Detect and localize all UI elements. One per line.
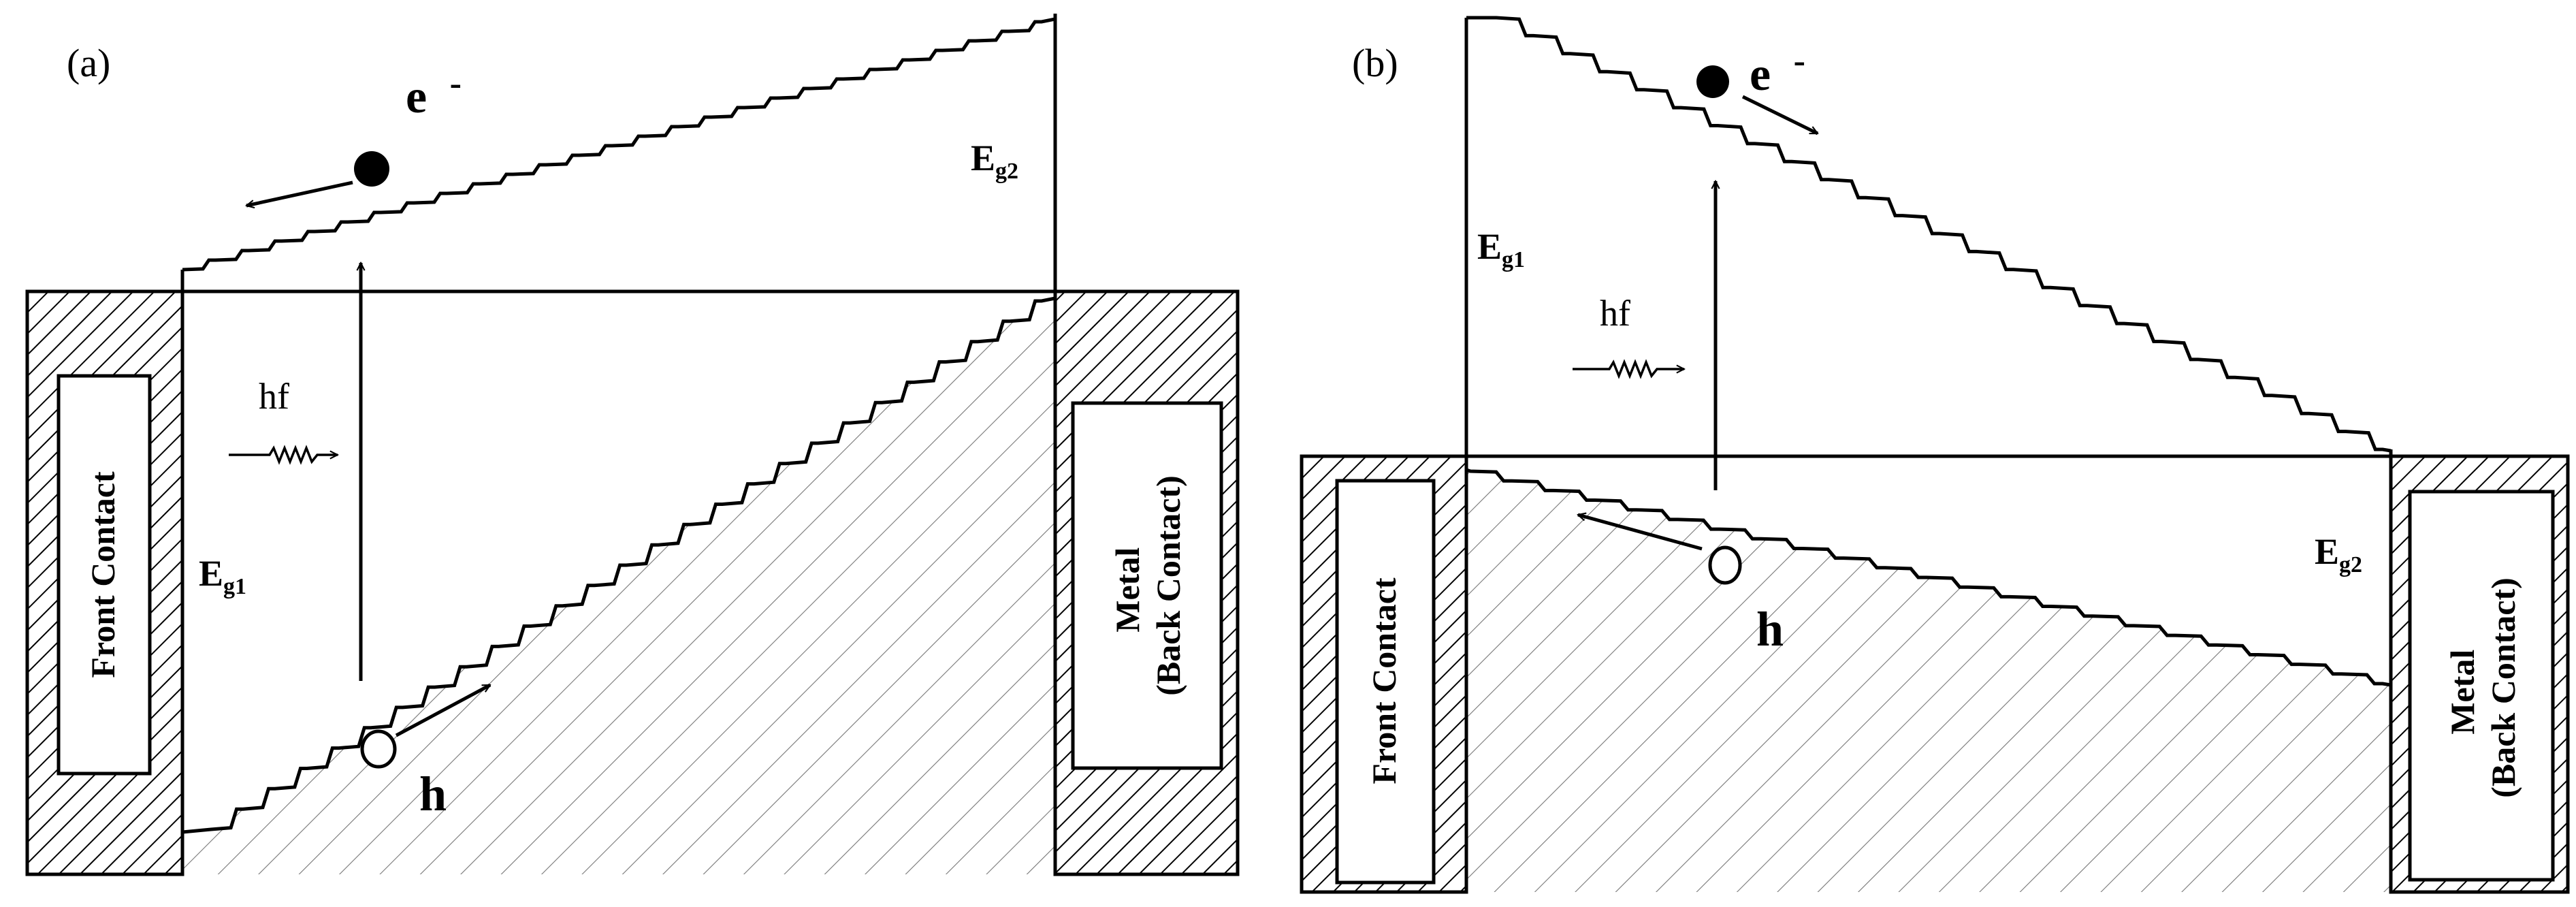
svg-text:Eg1: Eg1: [1477, 226, 1525, 272]
conduction-band-edge-b: [1466, 16, 2392, 453]
panel-a: (a) Front Contact Metal (Back Contact): [25, 14, 1240, 876]
panel-b: (b) Front Contact Metal (Back Contact): [1300, 16, 2570, 894]
electron-charge-a: -: [450, 64, 462, 103]
electron-arrow-a: [246, 180, 353, 206]
hole-arrow-b: [1578, 515, 1703, 551]
front-contact-b-text: Front Contact: [1365, 577, 1403, 784]
valence-band-fill-b: [1466, 470, 2391, 892]
photon-label-b: hf: [1600, 293, 1630, 334]
front-contact-b-box: [1335, 479, 1436, 885]
electron-charge-b: -: [1794, 42, 1805, 80]
back-contact-b-line2: (Back Contact): [2484, 577, 2522, 798]
front-contact-b: Front Contact: [1300, 454, 1468, 894]
photon-wave-a: [229, 445, 338, 465]
eg1-sub-b: g1: [1502, 247, 1525, 272]
eg2-label-b: E: [2315, 531, 2339, 572]
valence-band-edge-b: [1466, 468, 2392, 687]
hole-label-b: h: [1756, 602, 1784, 656]
hole-a: [360, 729, 397, 769]
eg1-label-b: E: [1477, 226, 1502, 267]
svg-text:e -: e -: [1750, 42, 1805, 101]
hole-b: [1708, 545, 1742, 585]
eg1-label-a: E: [199, 553, 223, 594]
svg-text:e -: e -: [406, 64, 462, 123]
photon-label-a: hf: [259, 376, 289, 417]
svg-text:Metal (Back Contact): Metal (Back Contact): [2443, 577, 2522, 798]
svg-text:Eg2: Eg2: [971, 138, 1018, 184]
panel-b-label: (b): [1352, 41, 1398, 85]
back-contact-b-box: [2408, 490, 2555, 882]
photon-wave-b: [1573, 359, 1684, 379]
eg2-sub-a: g2: [995, 159, 1018, 184]
electron-b: [1696, 65, 1729, 98]
panel-a-label: (a): [67, 41, 110, 85]
valence-band-edge-a: [182, 296, 1056, 834]
front-contact-a: Front Contact: [25, 289, 184, 876]
back-contact-a-line2: (Back Contact): [1149, 475, 1187, 696]
eg1-sub-a: g1: [223, 574, 246, 599]
svg-text:Metal (Back Contact): Metal (Back Contact): [1108, 475, 1187, 696]
hole-arrow-a: [395, 683, 490, 737]
back-contact-a-line1: Metal: [1108, 547, 1146, 633]
svg-text:Eg1: Eg1: [199, 553, 246, 599]
electron-arrow-b: [1741, 95, 1818, 136]
electron-label-a: e: [406, 71, 427, 123]
back-contact-b-line1: Metal: [2443, 650, 2481, 735]
back-contact-a: Metal (Back Contact): [1053, 289, 1240, 876]
electron-label-b: e: [1750, 48, 1771, 101]
front-contact-a-box: [57, 374, 152, 776]
hole-label-a: h: [419, 767, 447, 821]
svg-text:Eg2: Eg2: [2315, 531, 2362, 577]
conduction-band-edge-a: [182, 14, 1057, 272]
eg2-sub-b: g2: [2339, 552, 2362, 577]
eg2-label-a: E: [971, 138, 995, 178]
front-contact-a-text: Front Contact: [84, 471, 122, 678]
back-contact-a-box: [1071, 401, 1223, 770]
back-contact-b: Metal (Back Contact): [2389, 454, 2570, 894]
electron-a: [354, 151, 389, 187]
valence-band-fill-a: [182, 298, 1055, 874]
